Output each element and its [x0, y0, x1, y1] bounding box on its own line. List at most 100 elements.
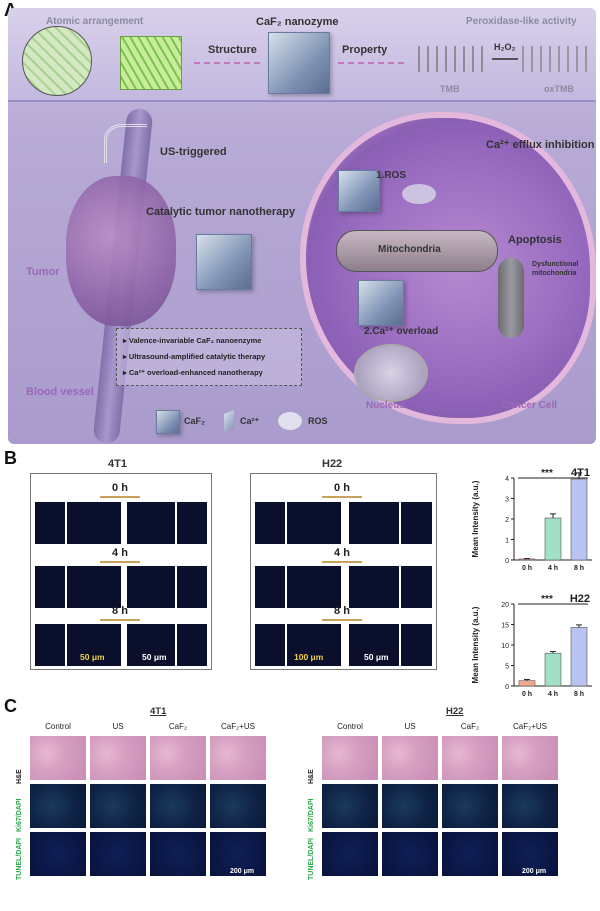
key-ca-label: Ca²⁺ [240, 416, 260, 426]
y-tick-label: 0 [505, 684, 509, 691]
tile [127, 566, 175, 608]
c-histology-tile [442, 736, 498, 780]
b-right-time-0: 0 h [334, 482, 350, 494]
b-left-scale-white: 50 μm [142, 652, 167, 662]
c-histology-tile [150, 736, 206, 780]
chart-title: H22 [570, 593, 590, 605]
c-scale-label: 200 μm [522, 868, 547, 875]
b-right-line-2 [322, 619, 362, 621]
c-scale-label: 200 μm [230, 868, 255, 875]
bar [544, 652, 562, 687]
tmb-molecule [418, 46, 488, 72]
c-histology-tile [502, 832, 558, 876]
tile [349, 502, 399, 544]
c-row-header: Ki67/DAPI [308, 798, 315, 832]
structure-arrow [194, 62, 260, 64]
tile [67, 502, 121, 544]
property-label: Property [342, 44, 388, 56]
tumor-label: Tumor [26, 266, 60, 278]
atomic-arrangement-label: Atomic arrangement [46, 16, 144, 27]
significance-label: *** [541, 594, 553, 605]
y-tick-label: 0 [505, 558, 509, 565]
ros-label: 1.ROS [376, 170, 407, 181]
b-left-line-0 [100, 496, 140, 498]
caf2-cube-mid [196, 234, 252, 290]
b-left-time-1: 4 h [112, 547, 128, 559]
us-triggered-label: US-triggered [160, 146, 227, 158]
tile [287, 566, 341, 608]
key-caf2-label: CaF₂ [184, 416, 206, 426]
x-tick-label: 4 h [548, 691, 558, 698]
b-left-line-2 [100, 619, 140, 621]
b-right-line-1 [322, 561, 362, 563]
tumor-cluster [66, 176, 176, 326]
tile [35, 624, 65, 666]
c-histology-tile [382, 832, 438, 876]
atomic-lattice-circle [22, 26, 92, 96]
b-right-title: H22 [322, 458, 343, 470]
y-tick-label: 4 [505, 476, 509, 483]
tmb-label: TMB [440, 84, 460, 94]
x-tick-label: 0 h [522, 565, 532, 572]
bar [518, 558, 536, 561]
property-arrow [338, 62, 404, 64]
ultrasound-waves [104, 124, 147, 163]
mitochondria-label: Mitochondria [378, 244, 441, 255]
tile [287, 624, 341, 666]
c-histology-tile [442, 832, 498, 876]
c-histology-tile [442, 784, 498, 828]
tile [127, 502, 175, 544]
panel-label-c: C [4, 696, 17, 716]
x-tick-label: 8 h [574, 691, 584, 698]
blood-vessel-label: Blood vessel [26, 386, 94, 398]
significance-label: *** [541, 468, 553, 479]
chart-title: 4T1 [571, 467, 590, 479]
tile [401, 624, 432, 666]
tile [127, 624, 175, 666]
tile [35, 566, 65, 608]
c-histology-tile [150, 832, 206, 876]
y-tick-label: 1 [505, 538, 509, 545]
bar [544, 517, 562, 561]
y-tick-label: 5 [505, 664, 509, 671]
c-histology-tile [90, 832, 146, 876]
c-histology-tile [382, 784, 438, 828]
c-histology-tile [322, 736, 378, 780]
b-right-scale-white: 50 μm [364, 652, 389, 662]
y-tick-label: 2 [505, 517, 509, 524]
y-tick-label: 3 [505, 497, 509, 504]
c-row-header: Ki67/DAPI [16, 798, 23, 832]
c-row-header: H&E [308, 769, 315, 784]
feature-item-2: ▸ Ultrasound-amplified catalytic therapy [123, 352, 266, 361]
caf2-cube-cell-2 [358, 280, 404, 326]
tile [67, 624, 121, 666]
tile [177, 566, 207, 608]
dysfunctional-label: Dysfunctional mitochondria [532, 261, 579, 277]
c-row-header: TUNEL/DAPI [308, 838, 315, 880]
c-histology-tile [502, 736, 558, 780]
tile [255, 502, 285, 544]
key-caf2-cube [156, 410, 180, 434]
panel-a-schematic: Atomic arrangement CaF₂ nanozyme Structu… [8, 8, 596, 444]
y-tick-label: 10 [501, 643, 509, 650]
c-column-header: US [112, 722, 124, 731]
nanozyme-title: CaF₂ nanozyme [256, 16, 339, 28]
key-ros-cloud [278, 412, 302, 430]
peroxidase-label: Peroxidase-like activity [466, 16, 577, 27]
bar [570, 627, 588, 687]
caf2-cube-top [268, 32, 330, 94]
dysfunctional-mito [498, 258, 524, 338]
c-right-title: H22 [446, 706, 464, 717]
tile [255, 566, 285, 608]
b-left-line-1 [100, 561, 140, 563]
bar [518, 680, 536, 687]
b-right-time-1: 4 h [334, 547, 350, 559]
c-histology-tile [210, 784, 266, 828]
b-left-scale-yellow: 50 μm [80, 652, 105, 662]
x-tick-label: 8 h [574, 565, 584, 572]
c-column-header: CaF₂+US [512, 722, 547, 731]
c-column-header: CaF₂ [168, 722, 188, 731]
ca-overload-label: 2.Ca²⁺ overload [364, 326, 439, 337]
c-histology-tile [322, 784, 378, 828]
